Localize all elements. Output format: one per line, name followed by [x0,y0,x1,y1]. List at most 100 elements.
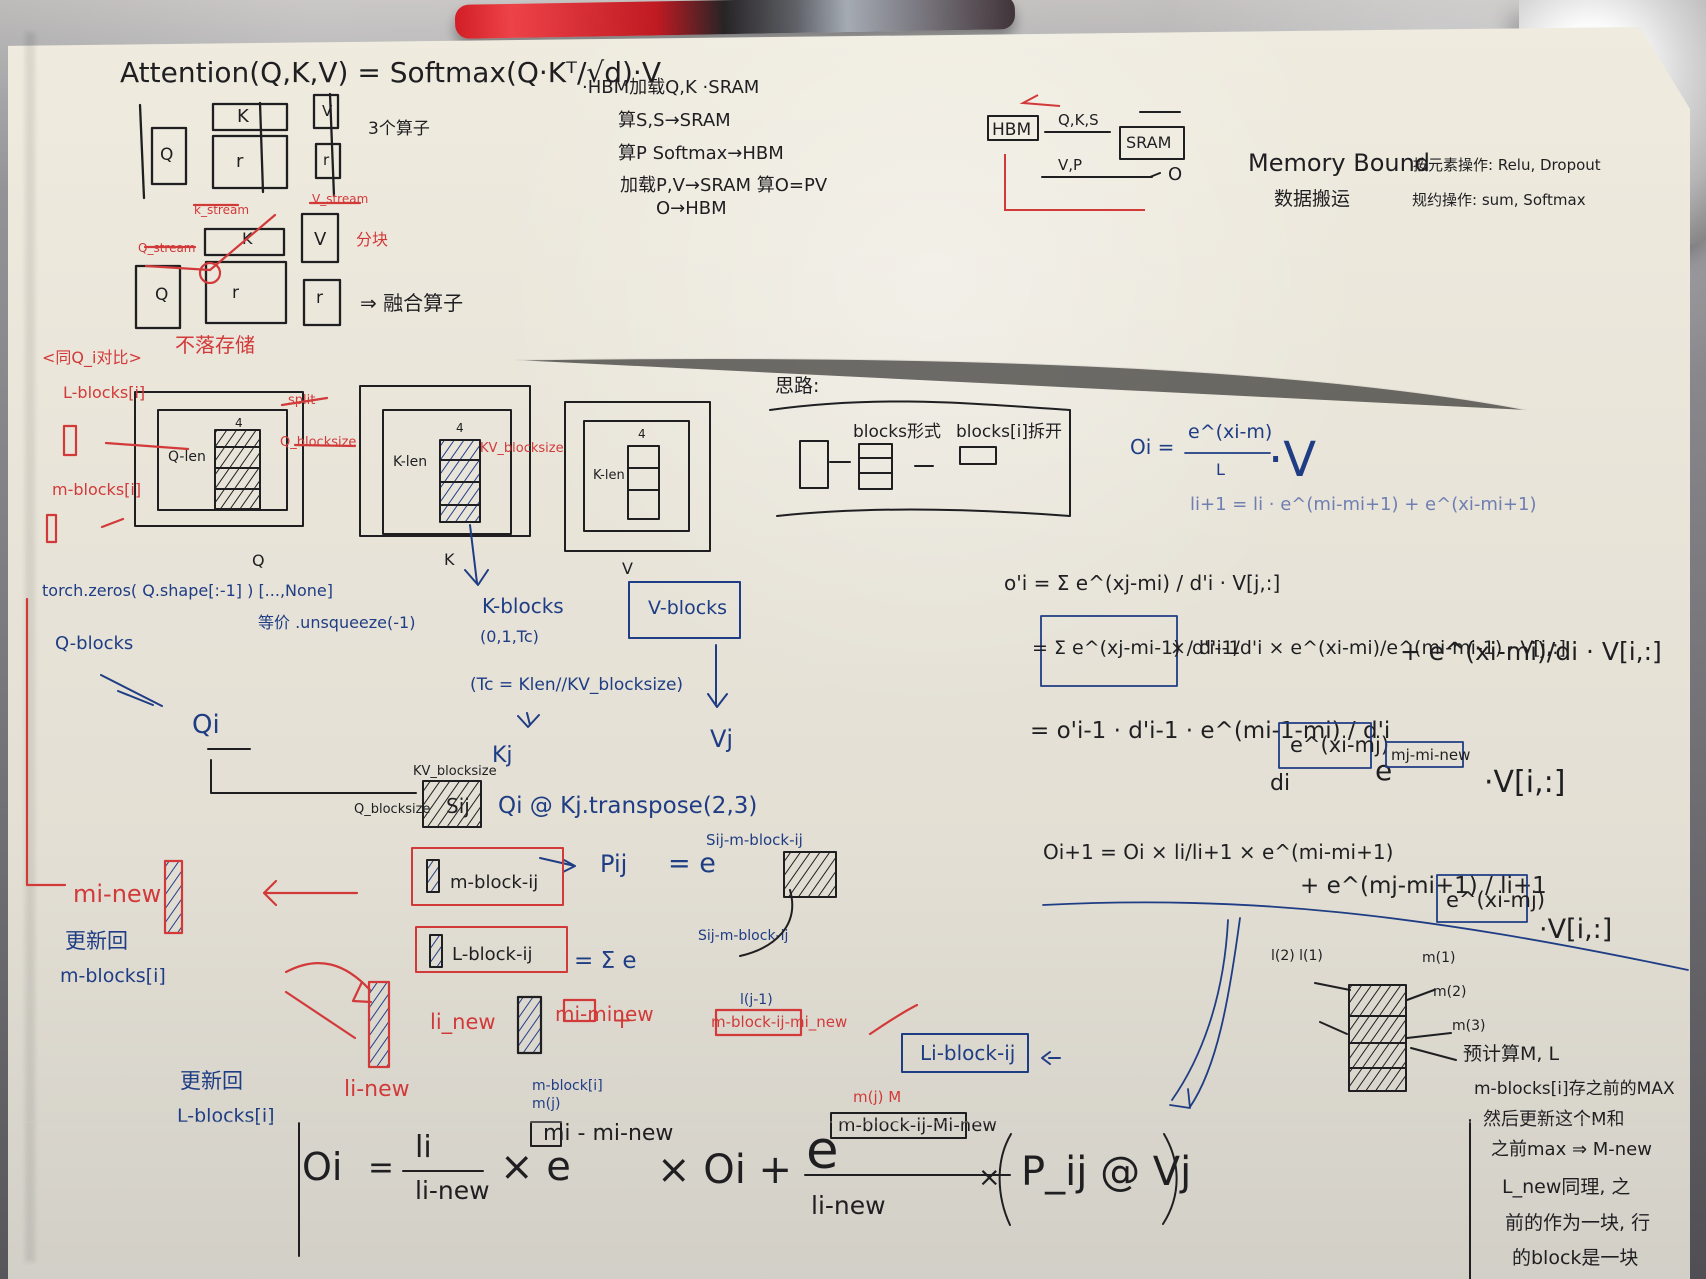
svg-text:l(j-1): l(j-1) [740,992,773,1008]
svg-text:3个算子: 3个算子 [368,119,430,139]
svg-text:li-new: li-new [415,1176,490,1205]
svg-text:·V[i,:]: ·V[i,:] [1539,914,1612,945]
svg-text:split: split [288,393,315,408]
li-new-left: li-new [344,1077,410,1102]
svg-text:m-block-ij-mi_new: m-block-ij-mi_new [711,1013,847,1032]
svg-text:<同Q_i对比>: <同Q_i对比> [42,348,142,368]
memory-bound-title: Memory Bound [1248,149,1430,177]
svg-text:等价 .unsqueeze(-1): 等价 .unsqueeze(-1) [258,613,415,632]
svg-text:L_new同理, 之: L_new同理, 之 [1502,1176,1630,1198]
mi-new-left: mi-new [73,880,161,908]
svg-text:m-block-ij-Mi-new: m-block-ij-Mi-new [838,1115,997,1136]
svg-text:r: r [232,283,239,303]
svg-text:(Tc = Klen//KV_blocksize): (Tc = Klen//KV_blocksize) [470,675,683,695]
svg-text:然后更新这个M和: 然后更新这个M和 [1483,1109,1625,1130]
svg-text:= Σ e: = Σ e [574,948,637,974]
sij-label: Sij [446,794,470,818]
svg-text:m(j) M: m(j) M [853,1088,901,1106]
svg-text:e^(xi-mj): e^(xi-mj) [1290,733,1389,757]
kj-label: Kj [492,743,513,768]
svg-text:K-len: K-len [593,468,625,483]
svg-text:× Oi +: × Oi + [657,1147,792,1193]
notebook-binding-shadow [25,32,35,1262]
svg-text:L-blocks[i]: L-blocks[i] [63,383,145,402]
svg-text:算P Softmax→HBM: 算P Softmax→HBM [618,143,784,164]
svg-text:× e: × e [500,1144,571,1190]
svg-text:+: + [612,1006,632,1034]
l-block-ij-label: L-block-ij [452,944,532,965]
svg-text:KV_blocksize: KV_blocksize [480,441,564,456]
svg-text:的block是一块: 的block是一块 [1512,1247,1638,1269]
svg-text:o'i = Σ e^(xj-mi) / d'i · V[j,: o'i = Σ e^(xj-mi) / d'i · V[j,:] [1004,571,1280,595]
sram-label: SRAM [1126,133,1171,152]
svg-text:V: V [314,229,327,250]
svg-text:Qi @ Kj.transpose(2,3): Qi @ Kj.transpose(2,3) [498,793,757,819]
svg-text:更新回: 更新回 [65,929,128,953]
svg-text:mj-mi-new: mj-mi-new [1391,746,1470,764]
svg-text:m-blocks[i]: m-blocks[i] [52,480,141,499]
svg-text:KV_blocksize: KV_blocksize [413,764,497,779]
svg-text:e: e [1375,754,1392,787]
pij-label: Pij [600,850,627,878]
svg-text:数据搬运: 数据搬运 [1274,188,1350,210]
svg-text:·V[i,:]: ·V[i,:] [1484,765,1565,800]
svg-text:Q_blocksize: Q_blocksize [280,435,356,450]
svg-text:+ e^(xi-mi)/di · V[i,:]: + e^(xi-mi)/di · V[i,:] [1400,637,1662,666]
svg-text:m(1): m(1) [1422,950,1455,966]
m-block-ij-label: m-block-ij [450,872,538,893]
svg-text:=: = [368,1150,394,1186]
svg-text:Q-len: Q-len [168,449,206,465]
svg-text:mi - mi-new: mi - mi-new [543,1121,673,1146]
k-blocks-label: K-blocks [482,594,564,618]
svg-text:torch.zeros( Q.shape[:-1] ) [.: torch.zeros( Q.shape[:-1] ) [...,None] [42,581,333,600]
svg-text:r: r [323,151,330,169]
svg-text:m-blocks[i]存之前的MAX: m-blocks[i]存之前的MAX [1474,1079,1675,1099]
svg-text:e^(xi-m): e^(xi-m) [1188,421,1272,443]
svg-text:li+1 = li · e^(mi-mi+1) + e^(x: li+1 = li · e^(mi-mi+1) + e^(xi-mi+1) [1190,494,1536,515]
svg-text:×: × [978,1162,1001,1193]
svg-text:e^(xi-mj): e^(xi-mj) [1446,888,1545,912]
svg-text:O→HBM: O→HBM [656,198,727,219]
svg-text:L: L [1216,460,1225,479]
svg-text:Q: Q [160,145,173,165]
svg-text:di: di [1270,771,1290,796]
svg-text:li: li [415,1130,432,1165]
svg-text:P_ij @ Vj: P_ij @ Vj [1021,1149,1191,1195]
svg-text:mi-minew: mi-minew [555,1002,654,1026]
svg-text:4: 4 [638,427,646,441]
svg-text:k_stream: k_stream [194,203,249,217]
svg-text:e: e [806,1120,839,1181]
hbm-label: HBM [992,120,1031,140]
svg-text:算S,S→SRAM: 算S,S→SRAM [618,110,731,131]
svg-text:Q: Q [155,285,168,305]
svg-text:前的作为一块, 行: 前的作为一块, 行 [1505,1212,1650,1234]
svg-text:Li-block-ij: Li-block-ij [920,1041,1015,1065]
notebook-page [8,27,1690,1279]
svg-text:li-new: li-new [811,1191,886,1220]
svg-text:Oi+1 = Oi × li/li+1 × e^(mi-mi: Oi+1 = Oi × li/li+1 × e^(mi-mi+1) [1043,840,1393,864]
svg-text:blocks形式: blocks形式 [853,422,941,442]
svg-text:K: K [444,550,455,569]
svg-text:⇒ 融合算子: ⇒ 融合算子 [360,291,463,315]
svg-text:·HBM加载Q,K ·SRAM: ·HBM加载Q,K ·SRAM [582,77,759,98]
svg-text:r: r [236,151,244,172]
svg-text:V,P: V,P [1058,156,1082,174]
svg-text:4: 4 [235,416,243,430]
svg-text:Q_stream: Q_stream [138,241,196,255]
svg-text:Q,K,S: Q,K,S [1058,111,1099,129]
svg-text:V: V [322,102,333,120]
svg-text:K-len: K-len [393,454,427,470]
svg-text:思路:: 思路: [775,375,819,397]
svg-text:m(2): m(2) [1433,984,1466,1000]
svg-text:m-blocks[i]: m-blocks[i] [60,965,166,987]
svg-text:Q_blocksize: Q_blocksize [354,802,430,817]
svg-text:(0,1,Tc): (0,1,Tc) [480,627,539,646]
svg-text:+ e^(mj-mi+1) / li+1: + e^(mj-mi+1) / li+1 [1300,873,1547,899]
svg-text:Q: Q [252,551,265,570]
svg-text:·V: ·V [1268,432,1316,488]
svg-text:O: O [1168,164,1182,185]
svg-text:更新回: 更新回 [180,1069,243,1093]
svg-text:分块: 分块 [356,230,388,249]
